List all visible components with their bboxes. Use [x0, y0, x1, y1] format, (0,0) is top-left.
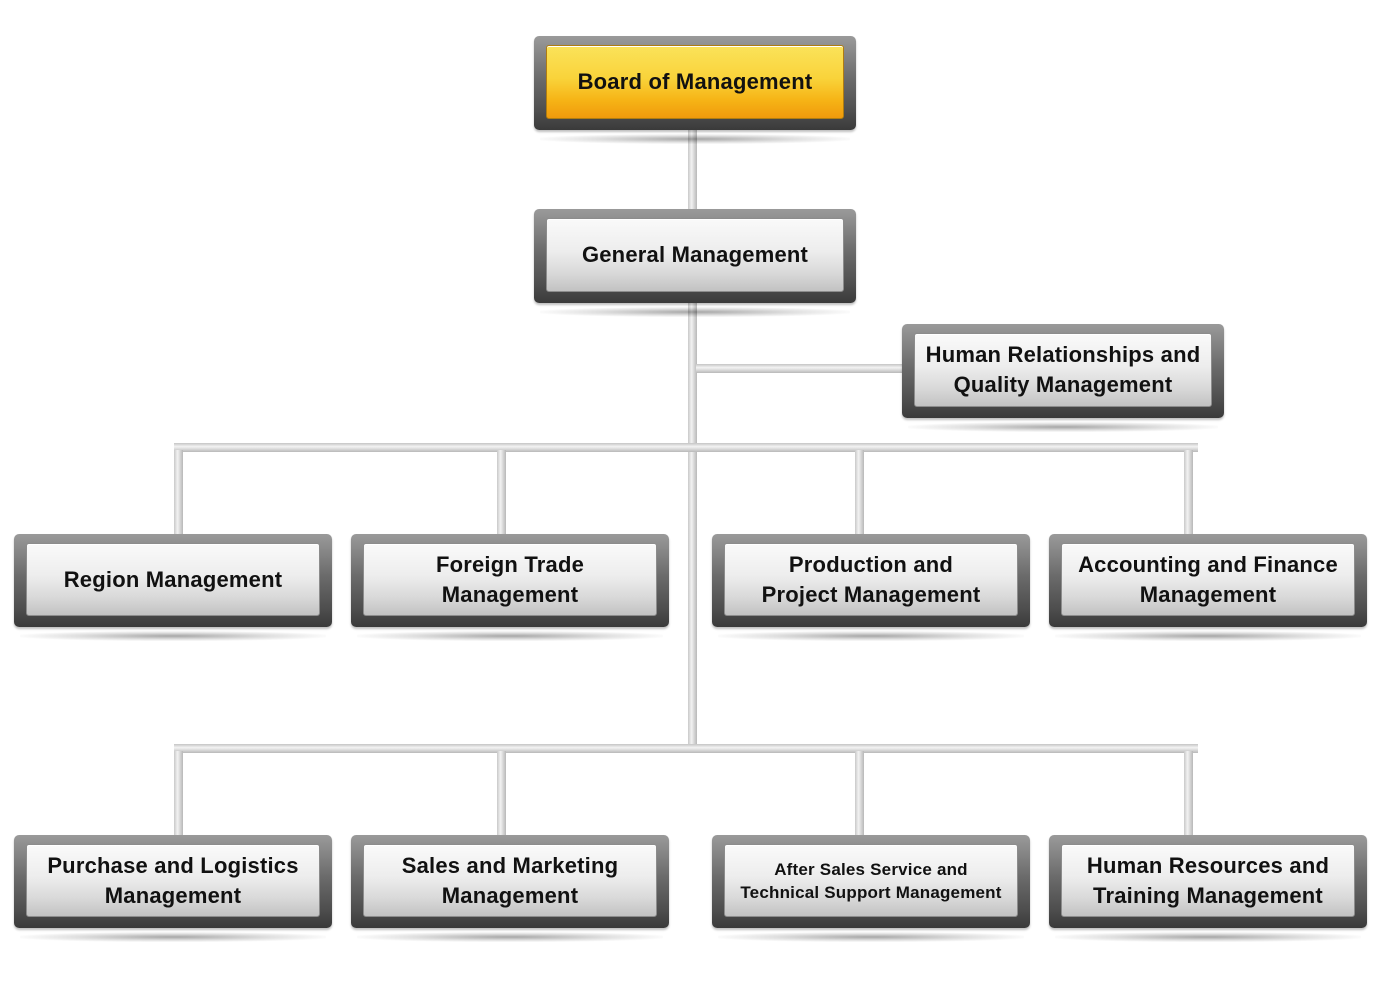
node-foreign-trade-management: Foreign Trade Management [351, 534, 669, 641]
node-label: After Sales Service and Technical Suppor… [740, 859, 1002, 902]
node-region-management: Region Management [14, 534, 332, 641]
node-sales-marketing-management: Sales and Marketing Management [351, 835, 669, 942]
connector-row1-drop-1 [174, 450, 183, 536]
node-label: Sales and Marketing Management [401, 852, 619, 908]
connector-row2-drop-4 [1184, 751, 1193, 837]
connector-staff-branch [696, 364, 906, 373]
node-human-relationships-quality: Human Relationships and Quality Manageme… [902, 324, 1224, 432]
connector-board-general [688, 128, 697, 212]
node-human-resources-training: Human Resources and Training Management [1049, 835, 1367, 942]
connector-row2-drop-1 [174, 751, 183, 837]
connector-row1-bus [174, 443, 1198, 452]
node-board-of-management: Board of Management [534, 36, 856, 144]
connector-row1-drop-2 [497, 450, 506, 536]
connector-trunk [688, 300, 697, 745]
node-after-sales-technical-support: After Sales Service and Technical Suppor… [712, 835, 1030, 942]
node-label: Foreign Trade Management [435, 551, 585, 607]
connector-row2-drop-2 [497, 751, 506, 837]
node-label: Purchase and Logistics Management [47, 852, 299, 908]
node-production-project-management: Production and Project Management [712, 534, 1030, 641]
connector-row2-drop-3 [855, 751, 864, 837]
connector-row2-bus [174, 744, 1198, 753]
connector-row1-drop-3 [855, 450, 864, 536]
node-label: Region Management [63, 566, 283, 592]
node-general-management: General Management [534, 209, 856, 317]
node-label: Board of Management [577, 69, 813, 94]
node-accounting-finance-management: Accounting and Finance Management [1049, 534, 1367, 641]
node-label: Human Resources and Training Management [1086, 852, 1330, 908]
node-label: General Management [581, 242, 809, 267]
node-purchase-logistics-management: Purchase and Logistics Management [14, 835, 332, 942]
node-label: Human Relationships and Quality Manageme… [925, 342, 1201, 397]
node-label: Production and Project Management [761, 551, 981, 607]
node-label: Accounting and Finance Management [1078, 551, 1338, 607]
connector-row1-drop-4 [1184, 450, 1193, 536]
